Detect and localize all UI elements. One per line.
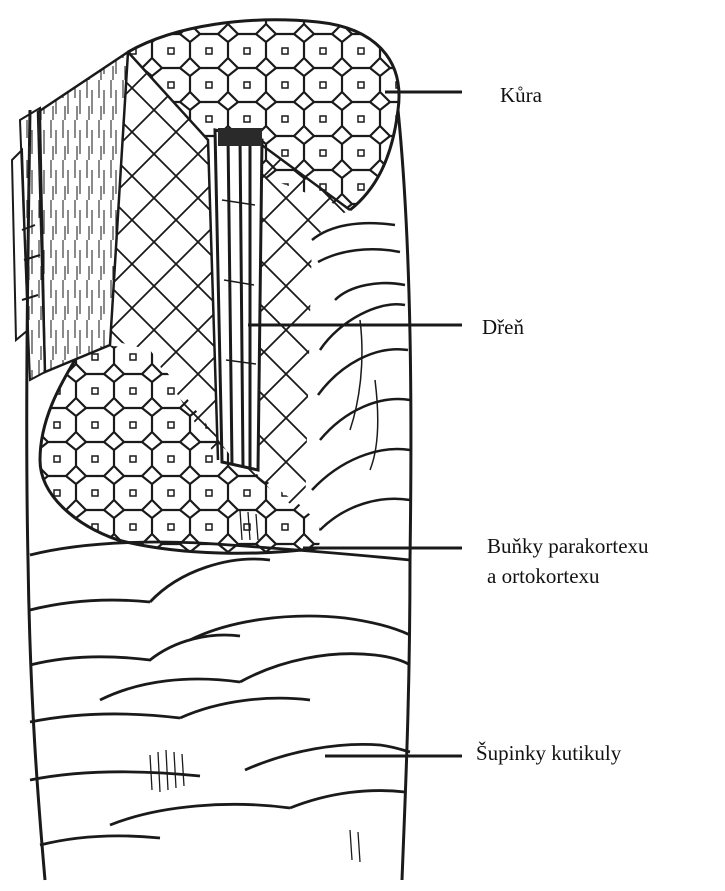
label-cortex: Kůra xyxy=(500,80,542,110)
label-cuticle: Šupinky kutikuly xyxy=(476,738,621,768)
label-medulla: Dřeň xyxy=(482,312,524,342)
cuticle-scales xyxy=(30,542,410,845)
label-cells-line1: Buňky parakortexu xyxy=(487,531,649,561)
medulla-channel xyxy=(215,128,262,470)
cuticle-hatching xyxy=(150,510,360,862)
label-cells-line2: a ortokortexu xyxy=(487,561,600,591)
side-cuticle-scales xyxy=(312,223,410,530)
fiber-right-edge xyxy=(398,110,411,880)
